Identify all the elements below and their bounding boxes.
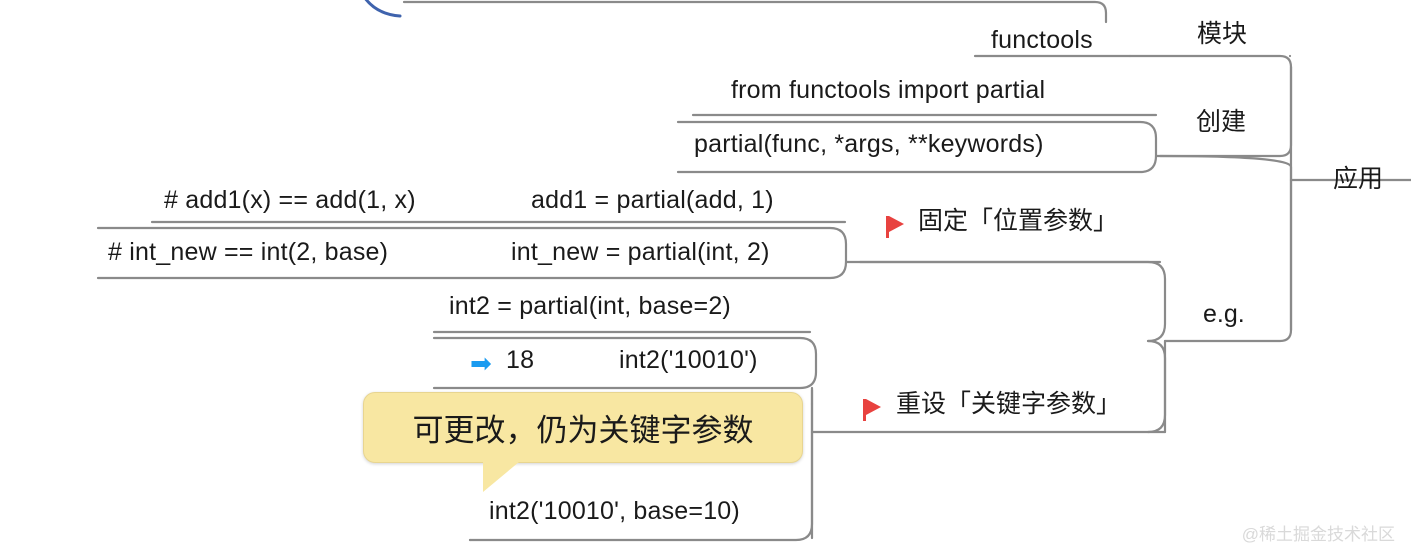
node-functools[interactable]: functools — [991, 26, 1093, 54]
group-box-module-create — [1128, 54, 1293, 158]
box-signature — [676, 120, 1158, 174]
branch-label-fixed-positional[interactable]: 固定「位置参数」 — [918, 207, 1119, 235]
code-int2-definition[interactable]: int2 = partial(int, base=2) — [449, 292, 731, 320]
comment-add1: # add1(x) == add(1, x) — [164, 186, 416, 214]
callout-tail — [483, 462, 519, 492]
watermark: @稀土掘金技术社区 — [1241, 525, 1395, 544]
node-partial-signature[interactable]: partial(func, *args, **keywords) — [694, 130, 1044, 158]
branch-label-eg[interactable]: e.g. — [1203, 300, 1245, 328]
group-box-fixed — [858, 260, 1167, 343]
callout-text: 可更改，仍为关键字参数 — [412, 413, 754, 448]
group-box-reset — [1146, 339, 1167, 434]
code-int-new[interactable]: int_new = partial(int, 2) — [511, 238, 770, 266]
group-box-eg — [1158, 154, 1293, 343]
code-int2-base10[interactable]: int2('10010', base=10) — [489, 497, 740, 525]
box-row-intnew — [96, 226, 848, 280]
clipped-parent-node-box — [402, 0, 1108, 24]
comment-int-new: # int_new == int(2, base) — [108, 238, 389, 266]
root-label-apply[interactable]: 应用 — [1333, 165, 1384, 193]
red-flag-icon-fixed-positional — [889, 216, 904, 232]
right-arrow-icon: ➡ — [470, 348, 492, 378]
result-18: 18 — [506, 346, 535, 374]
branch-label-module[interactable]: 模块 — [1197, 20, 1248, 48]
callout-bubble[interactable]: 可更改，仍为关键字参数 — [363, 392, 803, 463]
red-flag-pole-reset — [863, 399, 866, 421]
blue-arc-fragment — [364, 0, 402, 18]
red-flag-icon-reset-keyword — [866, 399, 881, 415]
code-int2-call[interactable]: int2('10010') — [619, 346, 758, 374]
branch-label-reset-keyword[interactable]: 重设「关键字参数」 — [896, 390, 1122, 418]
red-flag-pole-fixed — [886, 216, 889, 238]
branch-label-create[interactable]: 创建 — [1196, 108, 1247, 136]
node-import-statement[interactable]: from functools import partial — [731, 76, 1046, 104]
box-row-int2call — [432, 336, 818, 390]
code-add1[interactable]: add1 = partial(add, 1) — [531, 186, 774, 214]
